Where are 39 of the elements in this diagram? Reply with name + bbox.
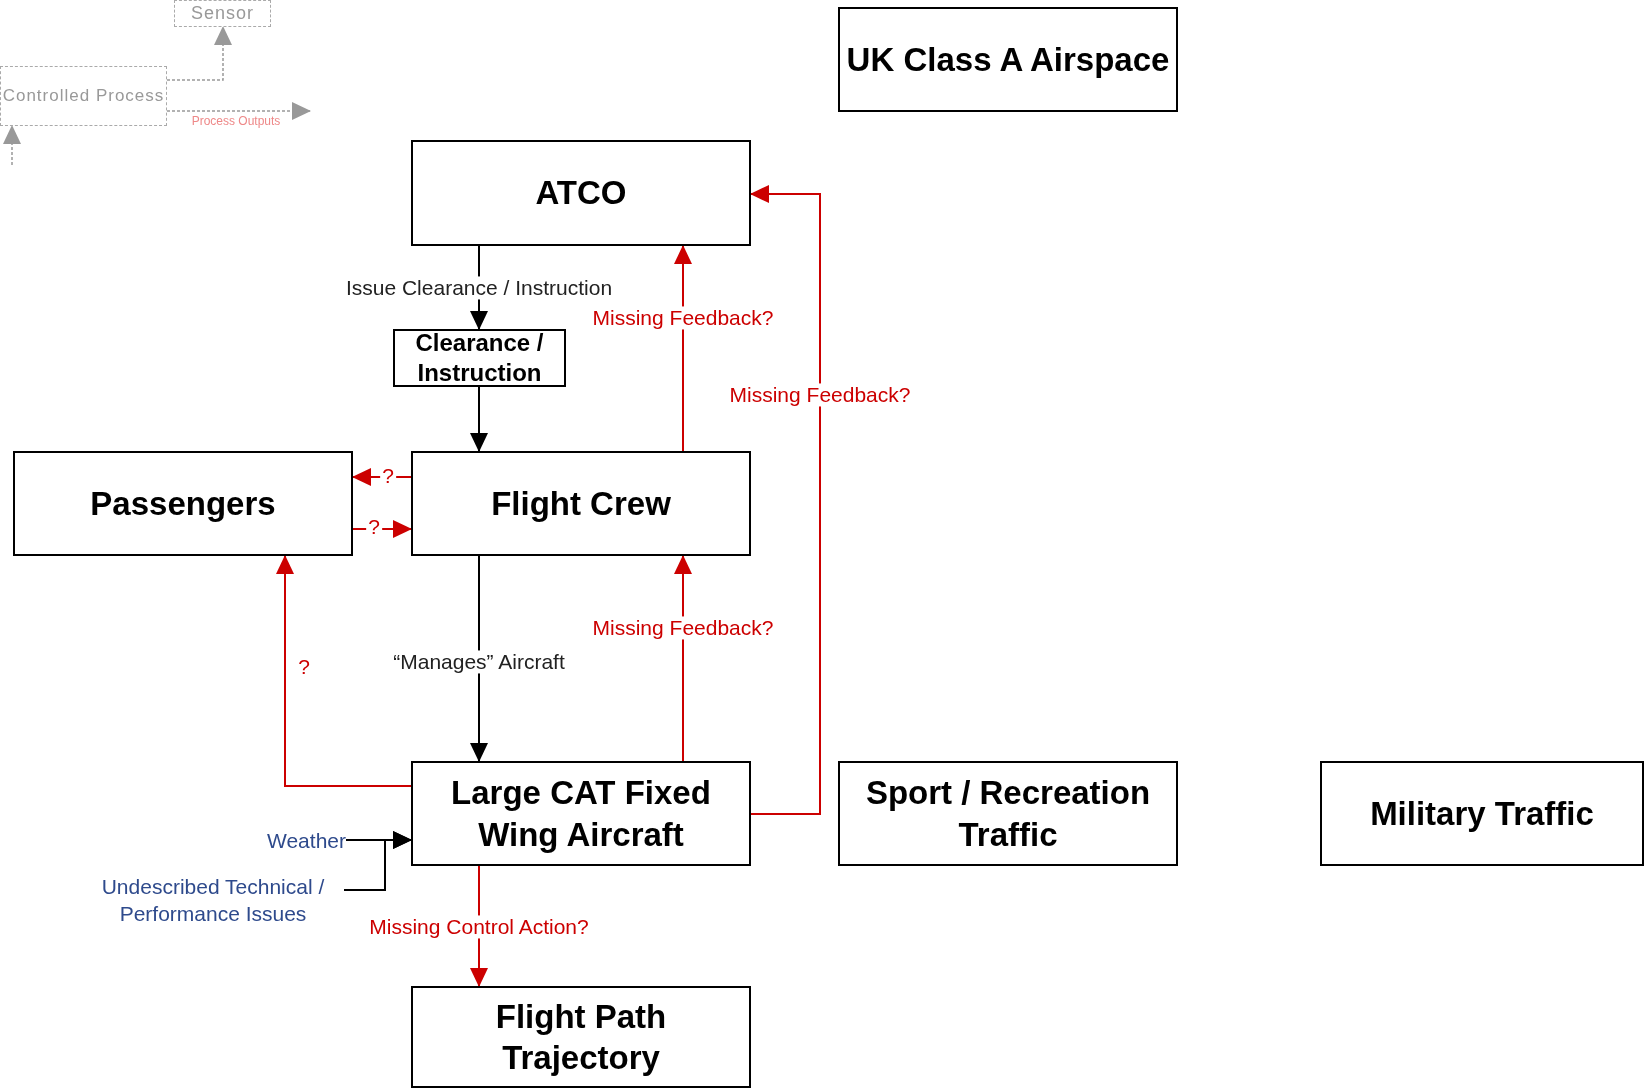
edge-label: “Manages” Aircraft (391, 650, 567, 674)
arrow (750, 185, 821, 815)
process-box (393, 329, 566, 387)
arrow (352, 520, 412, 538)
node-label: Sport / Recreation Traffic (864, 773, 1152, 855)
process-box (13, 451, 353, 556)
faded-box (0, 66, 167, 126)
edge-label: Missing Control Action? (367, 915, 591, 939)
node-label: UK Class A Airspace (846, 39, 1170, 80)
arrow (674, 245, 692, 452)
arrow (166, 26, 232, 81)
arrow (470, 386, 488, 452)
node-label: Clearance / Instruction (414, 328, 545, 388)
node-label: Sensor (190, 3, 254, 24)
process-box (1320, 761, 1644, 866)
process-box (411, 986, 751, 1088)
arrow (674, 555, 692, 762)
faded-box (174, 0, 271, 27)
node-label: Flight Crew (491, 483, 671, 524)
process-box (411, 451, 751, 556)
arrow (276, 555, 412, 787)
disturbance-label: Undescribed Technical / Performance Issues (100, 873, 326, 927)
node-label: Passengers (90, 483, 276, 524)
disturbance-label: Weather (267, 828, 346, 855)
arrow (343, 831, 412, 891)
node-label: Controlled Process (2, 86, 165, 106)
edge-label: Process Outputs (190, 115, 282, 129)
node-label: ATCO (535, 173, 627, 214)
arrow (3, 125, 21, 166)
arrow (470, 555, 488, 762)
process-box (411, 761, 751, 866)
process-box (838, 7, 1178, 112)
arrow (352, 468, 412, 486)
process-box (411, 140, 751, 246)
node-label: Military Traffic (1370, 793, 1594, 834)
process-box (838, 761, 1178, 866)
node-label: Flight Path Trajectory (494, 996, 668, 1078)
arrow (166, 102, 311, 120)
node-label: Large CAT Fixed Wing Aircraft (450, 773, 712, 855)
